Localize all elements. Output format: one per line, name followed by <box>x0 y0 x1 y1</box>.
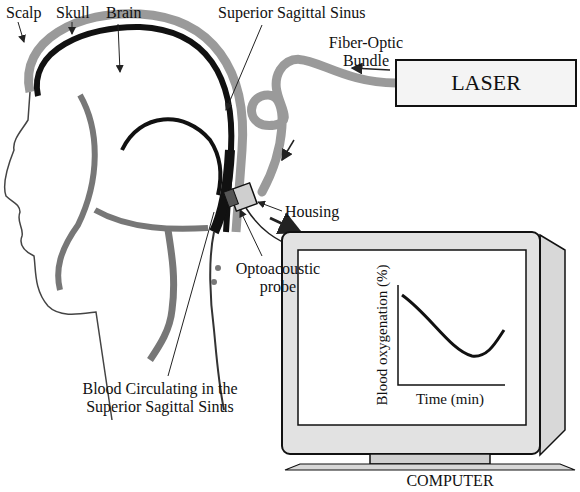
device-label: COMPUTER <box>380 472 520 490</box>
monitor-side <box>540 235 565 455</box>
leader <box>118 24 120 72</box>
skull <box>37 27 231 232</box>
face-profile <box>5 92 112 420</box>
laser-box: LASER <box>396 60 576 106</box>
leader <box>258 202 282 211</box>
laser-label: LASER <box>451 71 521 95</box>
monitor-stand <box>370 454 490 464</box>
leader <box>72 22 73 34</box>
light-arrow <box>282 140 294 160</box>
vessel <box>95 210 208 229</box>
part-label: Housing <box>285 203 365 221</box>
scalp <box>28 14 242 232</box>
laser-box <box>396 60 576 106</box>
chart-axes <box>398 285 505 385</box>
signal-arrow <box>270 218 300 232</box>
part-label: Superior Sagittal Sinus <box>218 4 388 22</box>
part-label: Fiber-Optic Bundle <box>318 34 414 69</box>
part-label: Optoacoustic probe <box>228 260 328 295</box>
leader <box>240 210 262 256</box>
screen-chart: Blood oxygenation (%) Time (min) <box>298 250 526 425</box>
part-label: Blood Circulating in the Superior Sagitt… <box>60 380 260 415</box>
optoacoustic-probe <box>224 189 239 207</box>
vessel-dot <box>211 279 217 285</box>
monitor-bezel <box>282 232 540 454</box>
leader <box>18 22 24 42</box>
fiber-optic-bundle <box>252 59 396 192</box>
leader <box>168 212 214 376</box>
part-label: Scalp <box>6 4 56 22</box>
vessel <box>150 230 174 360</box>
oxygenation-curve <box>402 295 504 356</box>
axis-label: Blood oxygenation (%) <box>374 265 391 406</box>
leader <box>226 25 262 110</box>
part-label: Skull <box>56 4 106 22</box>
vessel-dot <box>215 265 221 271</box>
axis-label: Time (min) <box>416 391 484 408</box>
monitor-screen <box>298 250 526 425</box>
corpus-callosum <box>122 119 220 195</box>
vessel <box>58 95 95 290</box>
monitor-base <box>285 464 575 470</box>
part-label: Brain <box>106 4 166 22</box>
